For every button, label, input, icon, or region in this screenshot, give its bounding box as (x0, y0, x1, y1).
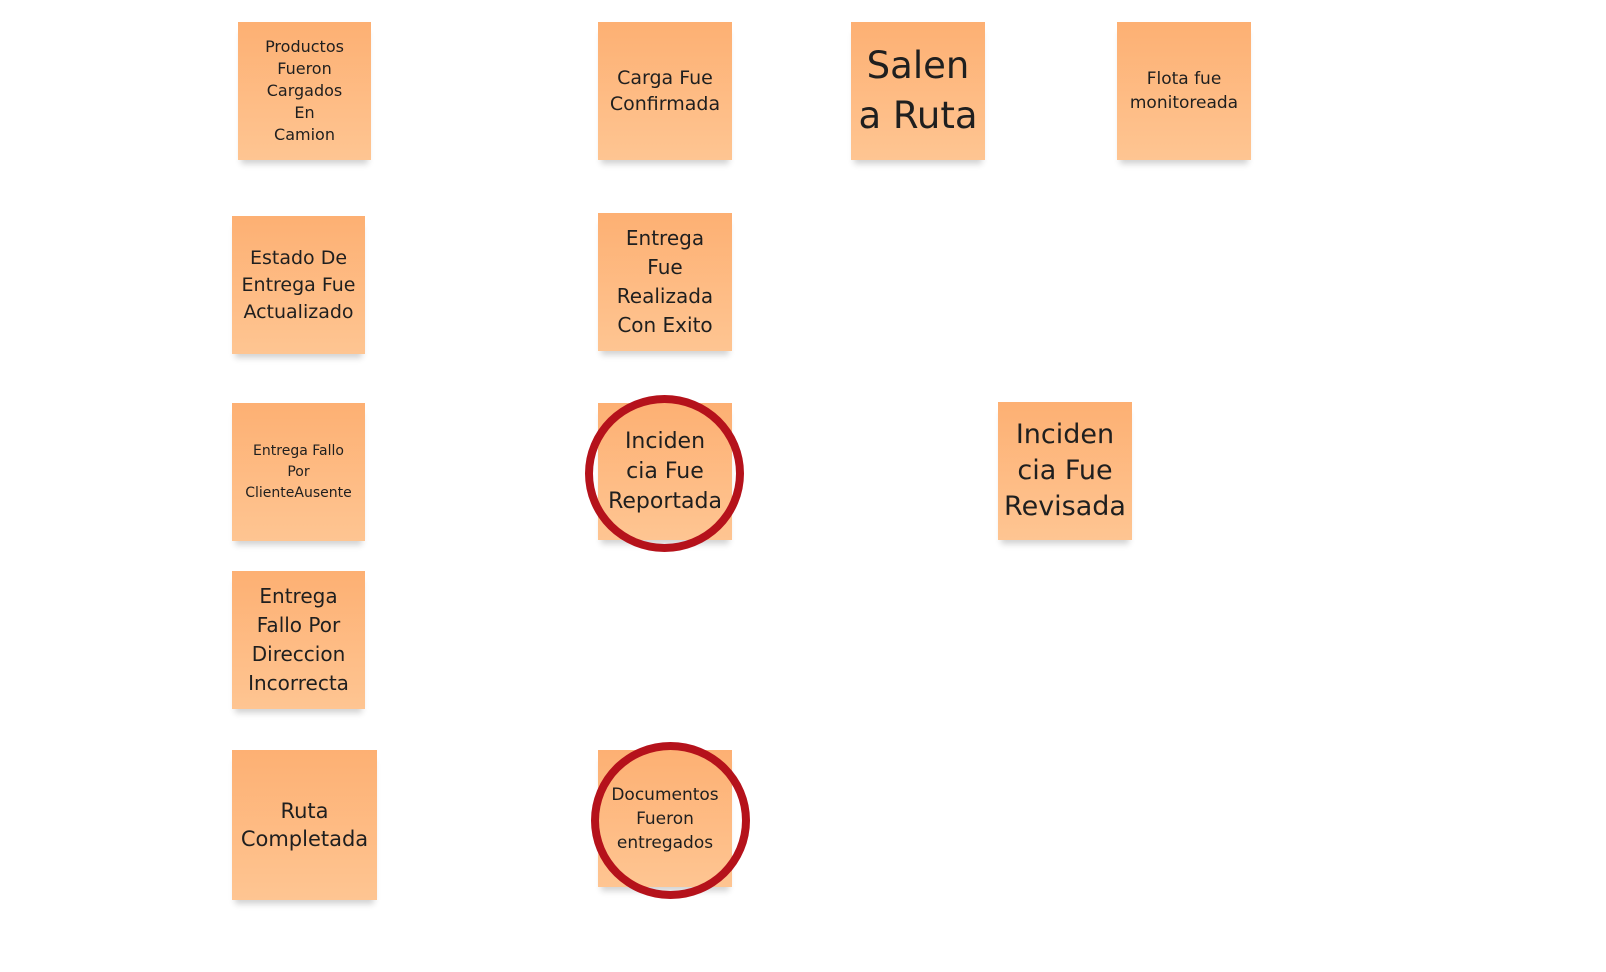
sticky-note-text: Ruta Completada (240, 799, 369, 851)
sticky-note-text: Entrega Fallo Por ClienteAusente (245, 442, 352, 501)
sticky-note-salen-a-ruta[interactable]: Salen a Ruta (851, 22, 985, 160)
sticky-note-text: Documentos Fueron entregados (611, 784, 719, 853)
sticky-note-entrega-fallo-cliente-ausente[interactable]: Entrega Fallo Por ClienteAusente (232, 403, 365, 541)
sticky-note-ruta-completada[interactable]: Ruta Completada (232, 750, 377, 900)
sticky-note-text: Carga Fue Confirmada (609, 67, 721, 115)
sticky-note-text: Inciden cia Fue Reportada (608, 428, 722, 514)
sticky-note-text: Entrega Fallo Por Direccion Incorrecta (248, 584, 349, 695)
sticky-note-carga-confirmada[interactable]: Carga Fue Confirmada (598, 22, 732, 160)
sticky-note-incidencia-revisada[interactable]: Inciden cia Fue Revisada (998, 402, 1132, 540)
sticky-note-estado-entrega-actualizado[interactable]: Estado De Entrega Fue Actualizado (232, 216, 365, 354)
sticky-note-text: Flota fue monitoreada (1129, 69, 1239, 113)
sticky-note-documentos-entregados[interactable]: Documentos Fueron entregados (598, 750, 732, 887)
sticky-note-entrega-fallo-direccion[interactable]: Entrega Fallo Por Direccion Incorrecta (232, 571, 365, 709)
sticky-note-text: Productos Fueron Cargados En Camion (265, 37, 344, 144)
sticky-note-productos-cargados[interactable]: Productos Fueron Cargados En Camion (238, 22, 371, 160)
sticky-note-flota-monitoreada[interactable]: Flota fue monitoreada (1117, 22, 1251, 160)
sticky-note-text: Estado De Entrega Fue Actualizado (241, 246, 356, 323)
sticky-note-entrega-exito[interactable]: Entrega Fue Realizada Con Exito (598, 213, 732, 351)
sticky-note-text: Salen a Ruta (858, 44, 978, 137)
sticky-note-incidencia-reportada[interactable]: Inciden cia Fue Reportada (598, 403, 732, 540)
sticky-note-text: Inciden cia Fue Revisada (1004, 419, 1126, 522)
sticky-note-text: Entrega Fue Realizada Con Exito (616, 226, 714, 337)
